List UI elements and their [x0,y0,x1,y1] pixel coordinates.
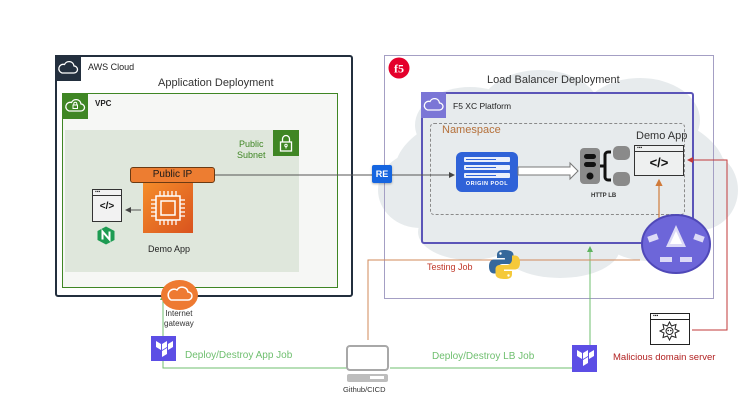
nginx-icon [97,226,115,245]
igw-label-line1: Internet [165,309,193,318]
svg-text:f5: f5 [394,62,404,76]
code-glyph: </> [99,201,115,212]
cicd-label: Github/CICD [343,385,386,394]
origin-pool-label: ORIGIN POOL [465,181,509,187]
public-subnet-label: Public Subnet [237,139,266,161]
xc-demo-app-label: Demo App [636,130,688,142]
xc-cloud-icon [421,92,446,118]
deploy-app-job-line [160,294,365,369]
terraform-app-icon [151,336,176,361]
vpc-label: VPC [95,99,112,108]
aws-code-window-icon: ▪▪▪ </> [92,189,122,222]
subnet-label-line2: Subnet [237,150,266,160]
testing-job-line [367,259,640,340]
window-titlebar: ▪▪▪ [651,314,689,320]
xc-code-window-icon: ▪▪▪ </> [634,145,684,176]
aws-demo-app-label: Demo App [148,244,191,254]
f5-xc-platform-group [421,92,694,244]
aws-cloud-icon [55,55,81,81]
origin-pool-icon: ORIGIN POOL [456,152,518,192]
internet-gateway-icon [161,280,198,310]
bot-sphere-icon [640,213,712,275]
namespace-label: Namespace [442,124,501,136]
namespace-group [430,123,685,215]
cicd-computer-icon [346,345,389,383]
virus-skull-icon [658,320,681,342]
malicious-to-demo-app-line [687,157,728,331]
app-deployment-title: Application Deployment [158,77,274,89]
lb-deployment-title: Load Balancer Deployment [487,74,620,86]
http-lb-icon [580,146,632,186]
aws-cloud-label: AWS Cloud [88,62,135,72]
subnet-lock-icon [273,130,299,156]
terraform-lb-icon [572,345,597,372]
ec2-instance-icon [143,183,193,233]
deploy-app-job-label: Deploy/Destroy App Job [185,350,293,361]
window-titlebar: ▪▪▪ [93,190,121,196]
malicious-server-icon: ▪▪▪ [650,313,690,345]
igw-label-line2: gateway [164,319,194,328]
internet-gateway-label: Internet gateway [164,309,194,329]
code-glyph: </> [649,155,669,170]
http-lb-label: HTTP LB [591,193,617,199]
origin-pool-to-lb-arrow [517,161,579,181]
vpc-icon [62,93,88,119]
testing-job-label: Testing Job [427,262,473,272]
malicious-domain-label: Malicious domain server [613,352,716,363]
regional-edge-badge: RE [372,165,392,183]
subnet-label-line1: Public [239,139,264,149]
public-ip-box: Public IP [130,167,215,183]
deploy-lb-job-label: Deploy/Destroy LB Job [432,351,535,362]
xc-platform-label: F5 XC Platform [453,101,512,111]
window-titlebar: ▪▪▪ [635,146,683,152]
python-icon [488,248,521,281]
f5-logo-icon: f5 [388,57,410,79]
